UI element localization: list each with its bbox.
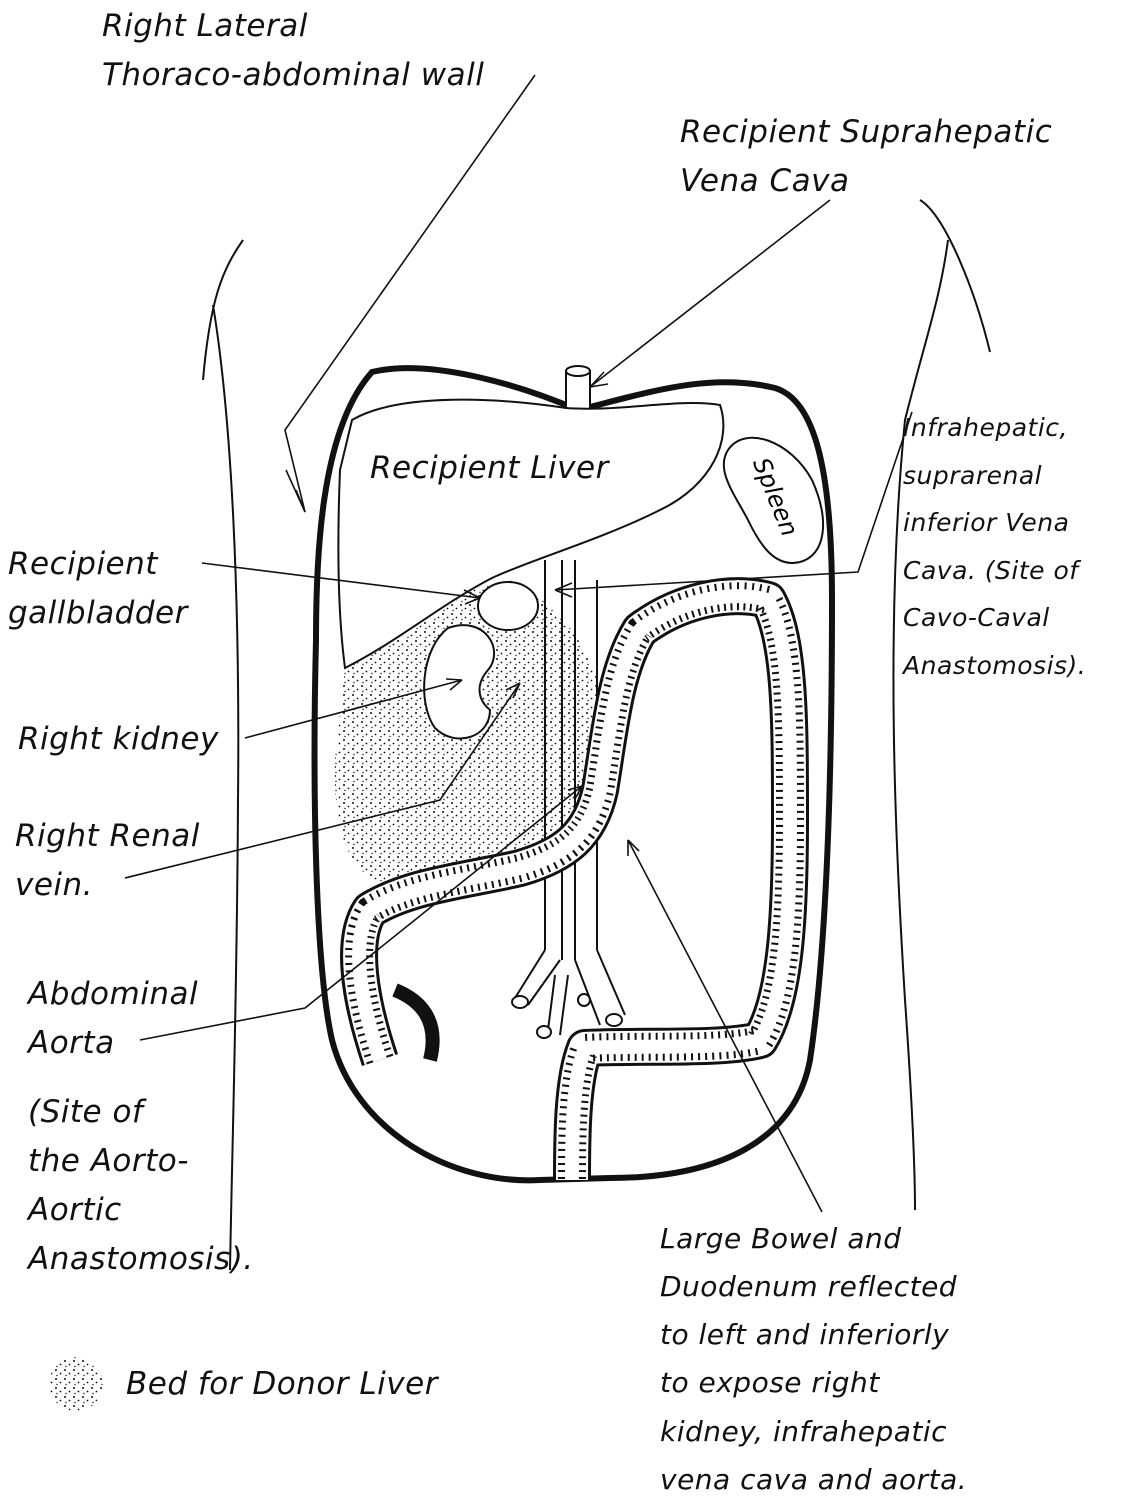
torso-right-outline (920, 200, 990, 352)
torso-right-outline-lower (893, 240, 948, 1210)
gallbladder (478, 582, 538, 630)
legend-text: Bed for Donor Liver (126, 1360, 438, 1409)
label-recipient-liver: Recipient Liver (370, 444, 609, 493)
legend-swatch (49, 1357, 103, 1411)
label-right-kidney: Right kidney (18, 715, 219, 764)
torso-left-outline (203, 240, 243, 380)
duodenum-tail (395, 990, 433, 1060)
